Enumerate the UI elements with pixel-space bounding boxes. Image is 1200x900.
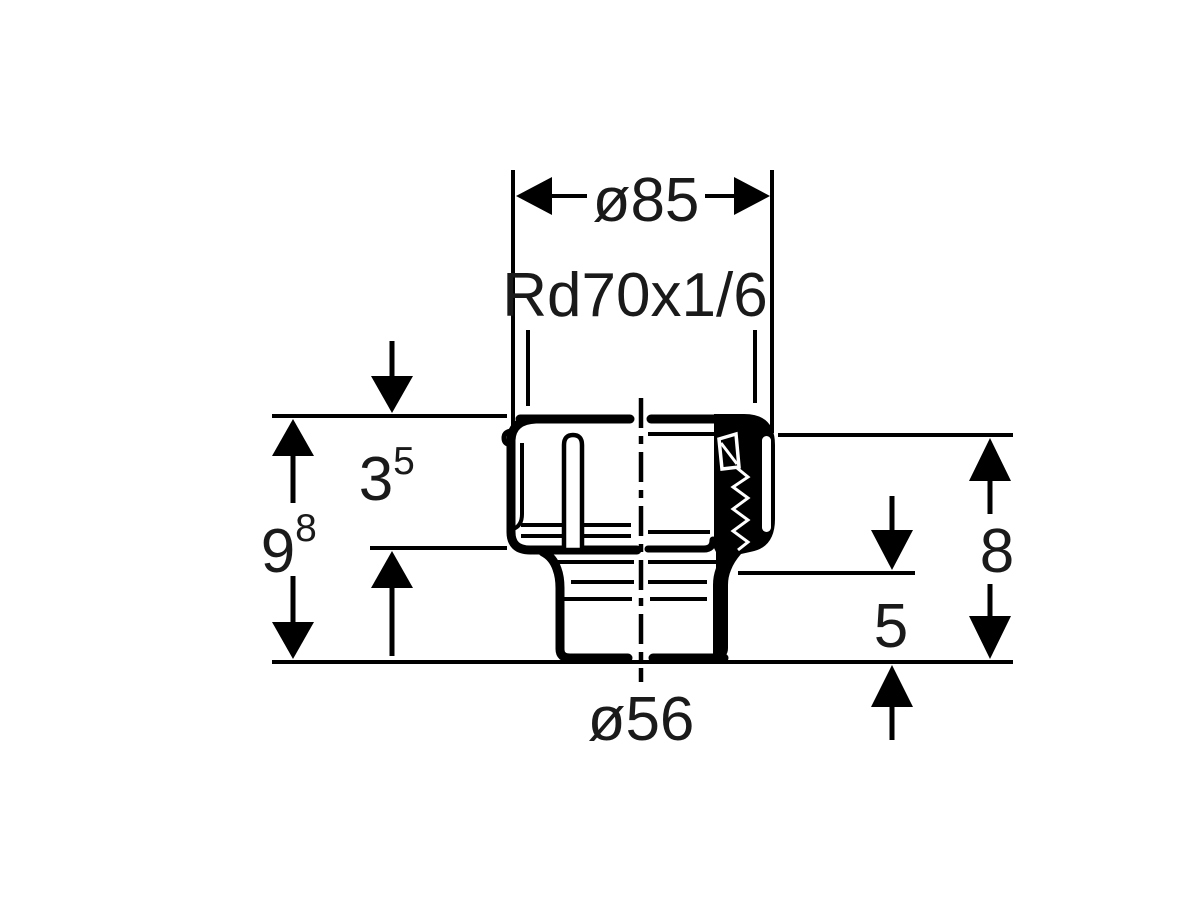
diameter-bottom-label: ø56 bbox=[588, 685, 695, 754]
height-right-label: 8 bbox=[980, 517, 1014, 586]
height-total-superscript: 8 bbox=[295, 507, 317, 550]
dimension-depth-right: 5 bbox=[871, 496, 913, 740]
fitting-body bbox=[501, 398, 775, 682]
arrowhead-down-icon bbox=[969, 616, 1011, 659]
cap-outline-left bbox=[506, 414, 642, 555]
arrowhead-up-icon bbox=[371, 551, 413, 588]
thread-zigzag bbox=[730, 466, 751, 552]
arrowhead-down-icon bbox=[272, 622, 314, 659]
dimension-height-right: 8 bbox=[969, 438, 1014, 659]
cap-bottom-edge-right bbox=[644, 536, 717, 553]
arrowhead-up-icon bbox=[969, 438, 1011, 481]
depth-right-label: 5 bbox=[874, 592, 908, 661]
arrowhead-down-icon bbox=[371, 376, 413, 413]
cap-inner-wall-left bbox=[512, 443, 524, 531]
thread-start-detail bbox=[719, 442, 739, 465]
spigot-outline-left bbox=[538, 547, 633, 663]
dimension-height-total: 9 8 bbox=[261, 419, 317, 659]
arrowhead-down-icon bbox=[871, 530, 913, 570]
grip-rib bbox=[561, 432, 585, 553]
outer-edge-groove bbox=[762, 436, 771, 532]
arrowhead-right-icon bbox=[734, 177, 770, 215]
thread-label: Rd70x1/6 bbox=[502, 261, 767, 330]
right-dimension-group: 8 5 bbox=[738, 433, 1014, 740]
section-cut-mass bbox=[713, 414, 775, 658]
arrowhead-left-icon bbox=[516, 177, 552, 215]
cap-left-bump bbox=[501, 428, 512, 448]
arrowhead-up-icon bbox=[871, 665, 913, 707]
dimension-height-upper: 3 5 bbox=[359, 341, 415, 656]
height-total-label: 9 bbox=[261, 517, 295, 586]
dimension-top-diameter: ø85 bbox=[511, 166, 774, 433]
height-upper-superscript: 5 bbox=[393, 440, 415, 483]
thread-callout: Rd70x1/6 bbox=[502, 261, 768, 406]
diameter-top-label: ø85 bbox=[593, 166, 700, 235]
thread-start-profile bbox=[717, 431, 741, 471]
left-dimension-group: 3 5 9 8 bbox=[261, 341, 1013, 664]
height-upper-label: 3 bbox=[359, 445, 393, 514]
arrowhead-up-icon bbox=[272, 419, 314, 456]
